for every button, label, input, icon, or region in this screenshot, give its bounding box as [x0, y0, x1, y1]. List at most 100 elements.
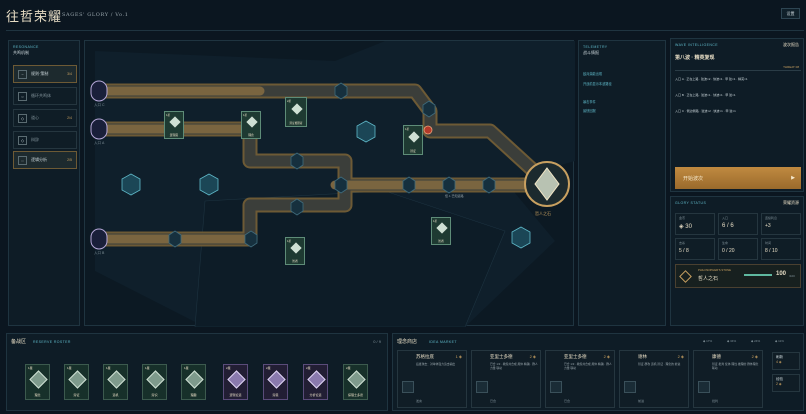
roster-card[interactable]: 1星 辩证	[64, 364, 89, 400]
stat-label: 入口	[722, 216, 729, 220]
unit-name: 辩识	[151, 393, 158, 397]
tower-gem-icon	[246, 116, 258, 128]
hex-slot[interactable]	[334, 82, 348, 100]
hex-slot[interactable]	[482, 176, 496, 194]
shop-card-name: 亚里士多德	[564, 354, 587, 359]
hex-slot[interactable]	[244, 230, 258, 248]
resonance-item-rules[interactable]: ~ 规则·策制 3/4	[13, 65, 77, 83]
unit-gem-icon	[107, 370, 126, 389]
settings-button[interactable]: 设置	[781, 8, 800, 19]
glory-panel: GLORY STATUS 荣耀资源 金币 ◈ 30 入口 6 / 6 连续利息 …	[670, 196, 804, 326]
shop-card-desc: 后发攻击：对单体强力追击输出	[416, 362, 456, 366]
buy-xp-label: 经验	[776, 377, 783, 381]
philosopher-stone-card: PHILOSOPHER'S STONE 哲人之石 100 /100	[675, 264, 801, 288]
buy-xp-button[interactable]: 经验 2 ◈	[772, 374, 800, 392]
telemetry-title-en: TELEMETRY	[583, 45, 608, 49]
entry-gate	[90, 80, 108, 102]
resonance-item-label: 循环共鸣体	[31, 93, 51, 98]
stat-gold: 金币 ◈ 30	[675, 213, 715, 235]
stat-kills: 击杀 5 / 8	[675, 238, 715, 260]
unit-gem-icon	[307, 370, 326, 389]
hex-slot-highlight[interactable]	[121, 173, 141, 196]
unit-name: 逻辑论道	[229, 393, 242, 397]
entry-gate	[90, 118, 108, 140]
shop-card[interactable]: 谢林 2 ◈ 辩证·群攻 道机·辩证 · 理念的 前进 前进	[619, 350, 689, 408]
hex-slot[interactable]	[290, 152, 304, 170]
shop-card[interactable]: 亚里士多德 2 ◈ 已合 1/3 · 教授共合成 用体·精确 · 群人力量 联动…	[471, 350, 541, 408]
stone-unit: /100	[789, 274, 795, 278]
unit-gem-icon	[347, 370, 366, 389]
tower-card[interactable]: 1星 辩证	[403, 125, 423, 155]
enemy-route-label: 怪·1 已知道路	[445, 194, 464, 198]
hex-slot[interactable]	[422, 100, 436, 118]
shop-card-footer: 已合	[564, 399, 571, 403]
hex-slot[interactable]	[334, 176, 348, 194]
hex-slot-highlight[interactable]	[511, 226, 531, 249]
philosopher-portrait-icon	[624, 381, 636, 393]
tower-card[interactable]: 1星 智者	[431, 217, 451, 245]
hex-slot[interactable]	[168, 230, 182, 248]
stat-value: 5 / 8	[679, 248, 689, 254]
roster-card[interactable]: 1星 辩识	[142, 364, 167, 400]
telemetry-panel: TELEMETRY 战斗情报 敌兵潜能出现 开战前显示本波路径 暴击事件 最快回…	[578, 40, 666, 326]
hex-slot[interactable]	[290, 198, 304, 216]
tower-card[interactable]: 1星 逻辑思	[164, 111, 184, 139]
diamond-icon: ◇	[18, 135, 27, 145]
tower-card[interactable]: 2星 辩证推理者	[285, 97, 307, 127]
shop-card-footer: 已合	[490, 399, 497, 403]
shop-card[interactable]: 苏格拉底 1 ◈ 后发攻击：对单体强力追击输出 发言	[397, 350, 467, 408]
divider	[675, 70, 801, 71]
shop-card[interactable]: 亚里士多德 2 ◈ 已合 1/3 · 教授共合成 用体·精确 · 群人力量 联动…	[545, 350, 615, 408]
reserve-roster: 备战区 RESERVE ROSTER 0 / 9 1星 理念 1星 辩证 1星 …	[6, 333, 388, 411]
resonance-item-cycle[interactable]: ○ 循环共鸣体	[13, 87, 77, 105]
entry-label: 入口 C	[94, 103, 105, 107]
tower-card[interactable]: 1星 智者	[285, 237, 305, 265]
shop-card[interactable]: 康德 2 ◈ 辩证·批判 使体·理性·推理的 群体理念 联动 批判	[693, 350, 763, 408]
resonance-title-en: RESONANCE	[13, 45, 39, 49]
route-line: 入口 B · 正在上路 · 弦波×1 · 快波×1 · 甲 弦×1	[675, 93, 736, 97]
roster-card[interactable]: 1星 道机	[103, 364, 128, 400]
stone-value: 100	[776, 271, 787, 277]
philosopher-portrait-icon	[476, 381, 488, 393]
unit-gem-icon	[146, 370, 165, 389]
shop-card-footer: 发言	[416, 399, 423, 403]
hex-slot[interactable]	[442, 176, 456, 194]
unit-name: 探理士多德	[347, 393, 363, 397]
roster-card[interactable]: 1星 理趣	[181, 364, 206, 400]
resonance-item-logic[interactable]: :: 逻辑分析 2/5	[13, 151, 77, 169]
roster-title-cn: 备战区	[11, 339, 27, 345]
unit-name: 理趣	[190, 393, 197, 397]
wave-title-en: WAVE INTELLIGENCE	[675, 43, 718, 47]
unit-cost: 2星	[306, 366, 311, 370]
stat-value: 8 / 10	[765, 248, 778, 254]
refresh-button[interactable]: 刷新 4 ◈	[772, 352, 800, 370]
tower-card[interactable]: 1星 理念	[241, 111, 261, 139]
idea-market: 理念商店 IDEA MARKET ◆ 17% ◆ 34% ◆ 24% ◆ 11%…	[392, 333, 804, 411]
start-wave-button[interactable]: 开始波次 ▶	[675, 167, 801, 189]
unit-gem-icon	[267, 370, 286, 389]
hex-slot-highlight[interactable]	[356, 120, 376, 143]
unit-cost: 1星	[145, 366, 150, 370]
roster-card[interactable]: 2星 分析论道	[303, 364, 328, 400]
roster-card[interactable]: 2星 辩思	[263, 364, 288, 400]
stone-title-en: PHILOSOPHER'S STONE	[698, 268, 731, 272]
battle-map[interactable]: 入口 C 入口 A 入口 B 1星 逻辑思 1星 理念 2星 辩证推理者 1星 …	[84, 40, 575, 327]
resonance-item-daoxin[interactable]: ◇ 道心 2/4	[13, 109, 77, 127]
unit-cost: 2星	[226, 366, 231, 370]
stat-label: 时间	[765, 241, 772, 245]
roster-card[interactable]: 2星 逻辑论道	[223, 364, 248, 400]
resonance-item-count: 2/5	[67, 158, 72, 162]
tower-gem-icon	[436, 222, 448, 234]
unit-cost: 1星	[106, 366, 111, 370]
shop-card-desc: 辩证·群攻 道机·辩证 · 理念的 前进	[638, 362, 681, 366]
hex-slot-highlight[interactable]	[199, 173, 219, 196]
hex-slot[interactable]	[402, 176, 416, 194]
shop-card-desc: 辩证·批判 使体·理性·推理的 群体理念 联动	[712, 362, 759, 370]
tower-gem-icon	[408, 131, 420, 143]
terrain-plate	[194, 190, 506, 327]
roster-card[interactable]: 2星 探理士多德	[343, 364, 368, 400]
shop-card-footer: 批判	[712, 399, 719, 403]
unit-name: 辩证	[73, 393, 80, 397]
roster-card[interactable]: 1星 理念	[25, 364, 50, 400]
resonance-item-debate[interactable]: ◇ 辩辞	[13, 131, 77, 149]
